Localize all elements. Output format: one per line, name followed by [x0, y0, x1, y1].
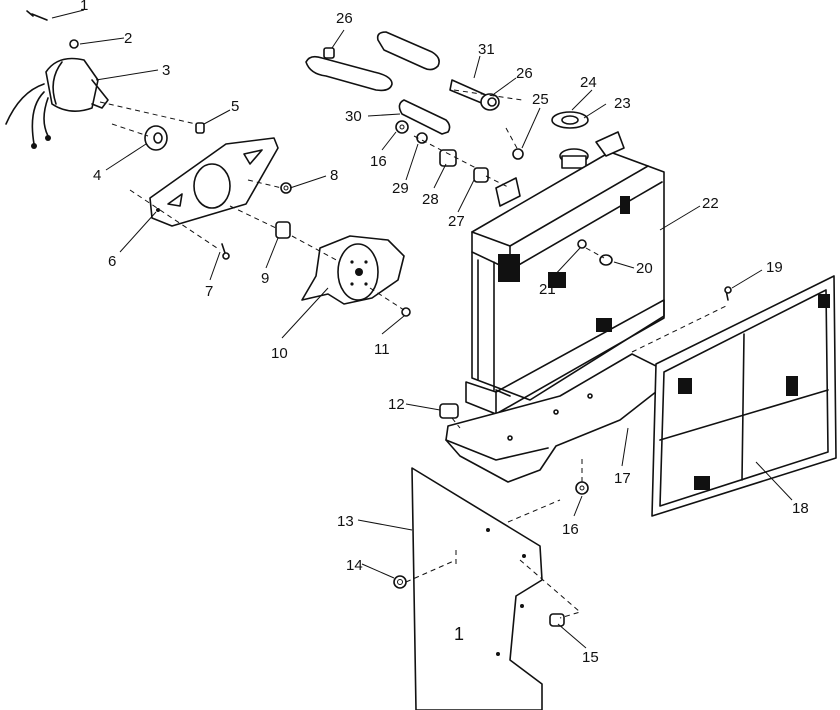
- part-8-nut: [280, 182, 292, 194]
- part-4-grommet: [144, 125, 168, 151]
- assembly-line: [99, 101, 197, 125]
- callout-24: 24: [580, 74, 597, 91]
- callout-26-clamp: 26: [516, 65, 533, 82]
- assembly-line: [451, 417, 461, 429]
- part-2-nut: [69, 39, 79, 49]
- assembly-line: [585, 247, 605, 259]
- callout-29: 29: [392, 180, 409, 197]
- assembly-line: [229, 205, 277, 229]
- callout-5: 5: [231, 98, 239, 115]
- callout-28: 28: [422, 191, 439, 208]
- callout-labels: 1 2 3 4 5 6 7 8 9 10 11 12 13 14 15 16 1…: [80, 0, 809, 666]
- callout-2: 2: [124, 30, 132, 47]
- assembly-line: [369, 287, 405, 311]
- part-10-fan-blade: [301, 235, 405, 305]
- callout-11: 11: [374, 341, 390, 358]
- callout-3: 3: [162, 62, 170, 79]
- leader-lines: [51, 9, 793, 649]
- part-24-cap: [551, 111, 589, 129]
- callout-1: 1: [80, 0, 88, 14]
- callout-9: 9: [261, 270, 269, 287]
- callout-17: 17: [614, 470, 631, 487]
- part-15-bumper: [549, 613, 565, 627]
- part-18-grille: [651, 275, 837, 517]
- callout-15: 15: [582, 649, 599, 666]
- part-26-clamp: [480, 93, 500, 111]
- callout-12: 12: [388, 396, 405, 413]
- part-16-nut-bottom: [575, 481, 589, 495]
- callout-20: 20: [636, 260, 653, 277]
- assembly-line: [413, 135, 477, 169]
- part-17-mounting-plate: [445, 353, 669, 483]
- assembly-line: [485, 175, 511, 189]
- callout-27: 27: [448, 213, 465, 230]
- assembly-line: [519, 559, 582, 619]
- part-16-nut-top: [395, 120, 409, 134]
- callout-23: 23: [614, 95, 631, 112]
- part-6-mounting-bracket: [149, 137, 279, 227]
- callout-6: 6: [108, 253, 116, 270]
- callout-8: 8: [330, 167, 338, 184]
- panel-mark-text: 1: [454, 624, 464, 644]
- callout-7: 7: [205, 283, 213, 300]
- part-1-screw: [26, 10, 48, 21]
- assembly-line: [247, 179, 283, 189]
- part-26-hose-upper: [305, 47, 393, 92]
- part-19-screw: [724, 286, 732, 301]
- part-30-hose: [398, 99, 451, 135]
- callout-31: 31: [478, 41, 495, 58]
- part-27-spacer: [473, 167, 489, 183]
- part-25-bolt: [505, 127, 524, 160]
- part-20-grommet: [599, 254, 613, 266]
- callout-10: 10: [271, 345, 288, 362]
- assembly-line: [129, 189, 221, 251]
- part-14-grommet: [393, 575, 407, 589]
- part-28-bushing: [439, 149, 457, 167]
- part-5-spacer: [195, 122, 205, 134]
- callout-16-bottom: 16: [562, 521, 579, 538]
- assembly-line: [507, 499, 561, 523]
- callout-4: 4: [93, 167, 101, 184]
- callout-22: 22: [702, 195, 719, 212]
- callout-18: 18: [792, 500, 809, 517]
- assembly-line: [453, 89, 523, 101]
- part-21-washer: [577, 239, 587, 249]
- callout-14: 14: [346, 557, 363, 574]
- part-3-fan-motor: [5, 57, 109, 149]
- callout-19: 19: [766, 259, 783, 276]
- part-23-radiator-cap: [559, 148, 589, 169]
- callout-13: 13: [337, 513, 354, 530]
- part-hose-tube: [376, 31, 440, 71]
- callout-25: 25: [532, 91, 549, 108]
- assembly-line: [111, 123, 149, 137]
- callout-16-top: 16: [370, 153, 387, 170]
- part-13-side-panel: 1: [411, 467, 543, 710]
- callout-21: 21: [539, 281, 556, 298]
- part-12-bumper: [439, 403, 459, 419]
- assembly-line: [405, 559, 457, 583]
- callout-26-top: 26: [336, 10, 353, 27]
- part-9-spacer: [275, 221, 291, 239]
- part-7-screw: [221, 243, 230, 260]
- part-22-radiator: [465, 131, 665, 415]
- assembly-line: [291, 235, 341, 263]
- callout-30: 30: [345, 108, 362, 125]
